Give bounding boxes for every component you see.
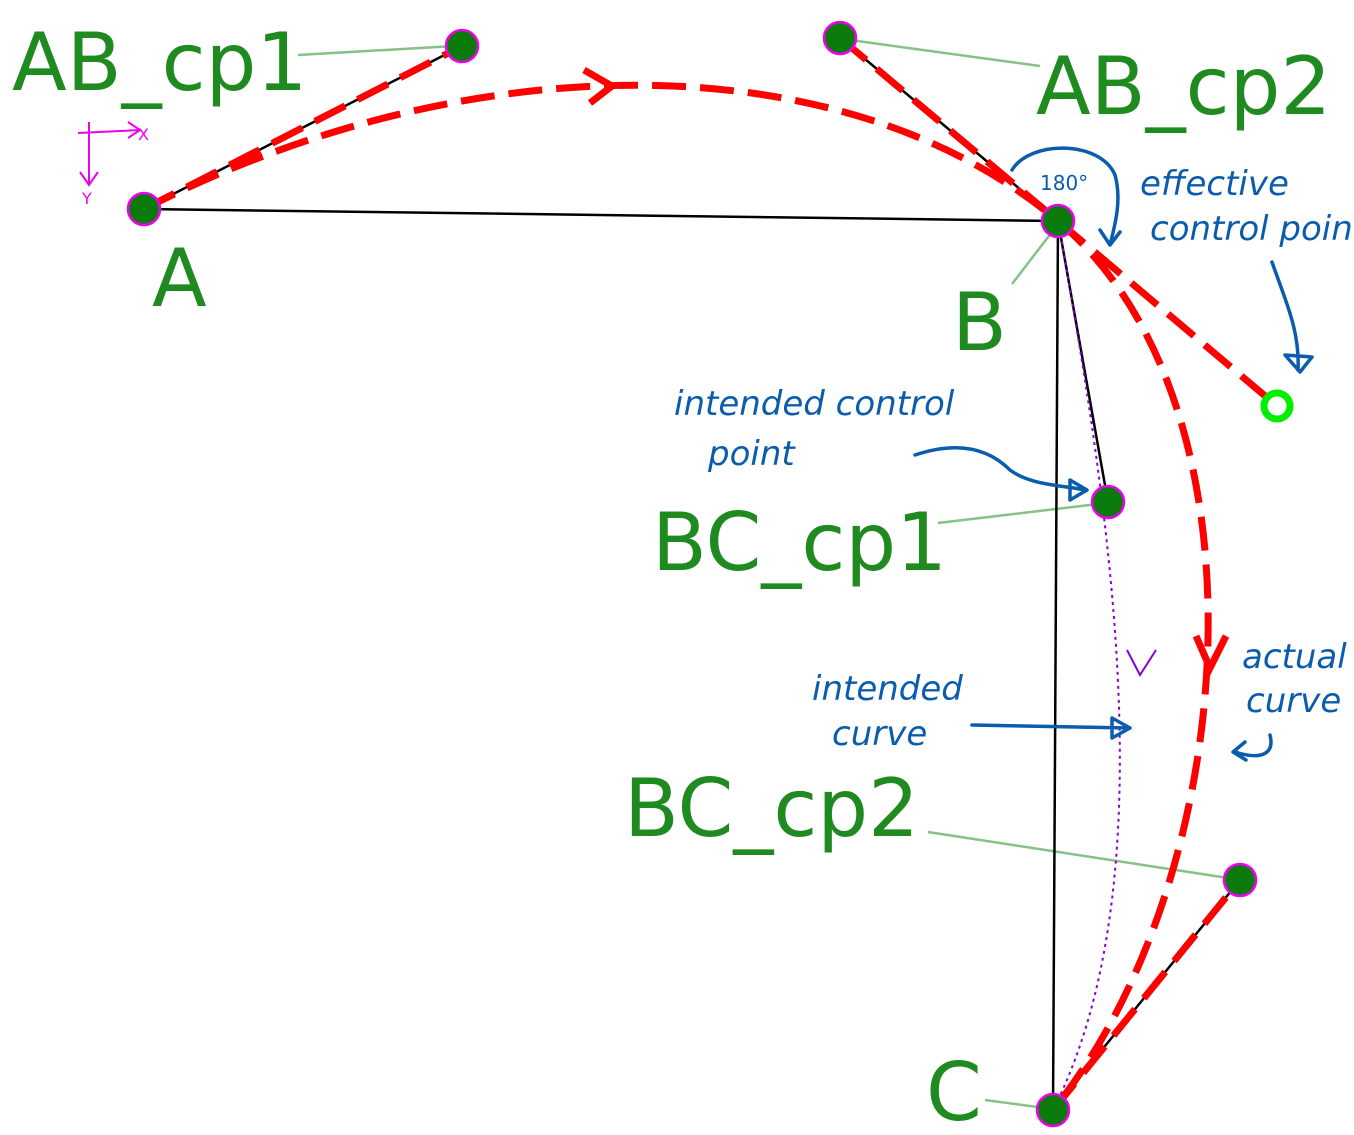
intended-curve-arrow-icon (1126, 649, 1157, 677)
effective-cp-text-1: effective (1140, 164, 1289, 204)
intended-curve (1052, 220, 1121, 1111)
point-ab-cp1[interactable] (444, 28, 480, 64)
angle-arrow-icon (1010, 146, 1122, 247)
intended-cp-text-2: point (707, 434, 796, 474)
point-b[interactable] (1040, 203, 1076, 239)
label-a: A (152, 232, 207, 325)
actual-curve-arrow-icon (1231, 733, 1273, 762)
point-c[interactable] (1035, 1092, 1071, 1128)
point-ab-cp2[interactable] (822, 20, 858, 56)
actual-curve (142, 35, 1280, 1113)
intended-cp-arrow-icon (913, 446, 1089, 502)
label-ab-cp2: AB_cp2 (1036, 40, 1331, 133)
intended-curve-arrow-annot-icon (970, 716, 1132, 740)
effective-cp-arrow-icon (1270, 260, 1314, 374)
label-bc-cp1: BC_cp1 (652, 496, 947, 589)
actual-curve-text-1: actual (1242, 637, 1347, 677)
label-ab-cp1: AB_cp1 (12, 16, 307, 109)
x-axis-label: X (138, 125, 149, 144)
actual-curve-text-2: curve (1246, 681, 1341, 721)
effective-cp-text-2: control point (1150, 209, 1354, 249)
effective-control-point[interactable] (1260, 389, 1294, 423)
label-leaders (297, 38, 1229, 1110)
point-bc-cp2[interactable] (1222, 862, 1258, 898)
intended-curve-text-2: curve (832, 714, 927, 754)
label-c: C (926, 1046, 982, 1135)
axes-indicator-icon (77, 121, 142, 187)
arrow-bc-icon (1192, 634, 1230, 677)
point-a[interactable] (126, 191, 162, 227)
label-bc-cp2: BC_cp2 (624, 762, 919, 855)
arrow-ab-icon (582, 66, 619, 106)
point-bc-cp1[interactable] (1090, 484, 1126, 520)
angle-annotation: 180° (1040, 171, 1088, 195)
intended-curve-text-1: intended (812, 669, 963, 709)
label-b: B (952, 276, 1007, 369)
y-axis-label: Y (81, 189, 92, 208)
intended-cp-text-1: intended control (674, 384, 955, 424)
